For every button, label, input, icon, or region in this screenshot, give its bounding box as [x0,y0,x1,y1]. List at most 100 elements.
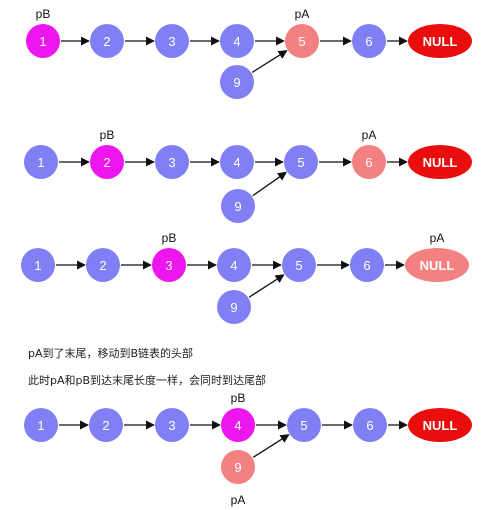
node-label: 1 [39,34,46,49]
note-line-2: 此时pA和pB到达末尾长度一样，会同时到达尾部 [28,373,266,387]
branch-arrow [252,171,287,197]
node-circle [220,24,254,58]
node-label: 4 [233,155,240,170]
node-circle [24,408,58,442]
node-label: 2 [99,258,106,273]
list-node: 6 [353,408,387,442]
null-ellipse [405,248,469,282]
null-node: NULL [408,408,472,442]
node-label: 9 [234,460,241,475]
node-circle [220,65,254,99]
branch-node: 9 [221,189,255,223]
branch-node: 9 [220,65,254,99]
node-label: 6 [365,155,372,170]
list-node: 2 [89,408,123,442]
node-circle [287,408,321,442]
list-node: 3 [155,145,189,179]
node-label: 5 [298,34,305,49]
node-label: 2 [102,418,109,433]
node-label: 4 [230,258,237,273]
node-circle [352,145,386,179]
pointer-label-pa: pA [430,231,445,245]
list-node: 6 [352,24,386,58]
node-label: 3 [168,34,175,49]
pointer-label-pb: pB [100,128,115,142]
pointer-label-pb: pB [231,391,246,405]
list-node: 1 [24,408,58,442]
node-label: 9 [230,300,237,315]
node-label: 5 [297,155,304,170]
node-circle [284,145,318,179]
node-circle [217,290,251,324]
list-node: 5 [287,408,321,442]
node-label: 3 [165,258,172,273]
node-label: NULL [423,418,458,433]
list-node: 5 [282,248,316,282]
node-circle [89,408,123,442]
null-node: NULL [408,145,472,179]
node-circle [26,24,60,58]
branch-arrow [252,434,290,458]
node-label: 2 [103,155,110,170]
node-circle [282,248,316,282]
pointer-label-pb: pB [162,231,177,245]
list-node: 3 [155,408,189,442]
branch-node: 9 [221,450,255,484]
pointer-label-pa: pA [295,7,310,21]
node-label: NULL [420,258,455,273]
node-circle [21,248,55,282]
list-node: 3 [155,24,189,58]
node-circle [155,145,189,179]
node-circle [90,145,124,179]
node-circle [217,248,251,282]
node-circle [221,450,255,484]
list-node: 1 [26,24,60,58]
node-label: 6 [363,258,370,273]
node-circle [155,408,189,442]
node-label: 6 [365,34,372,49]
list-node: 4 [221,408,255,442]
node-circle [24,145,58,179]
node-label: 5 [300,418,307,433]
node-circle [352,24,386,58]
list-node: 2 [90,24,124,58]
node-label: 1 [37,155,44,170]
node-circle [90,24,124,58]
node-label: 2 [103,34,110,49]
node-label: 4 [234,418,241,433]
list-node: 2 [90,145,124,179]
null-node: NULL [408,24,472,58]
list-node: 5 [285,24,319,58]
node-label: 9 [233,75,240,90]
node-label: 1 [34,258,41,273]
null-node: NULL [405,248,469,282]
pointer-label-pa: pA [362,128,377,142]
node-label: 4 [233,34,240,49]
node-label: NULL [423,155,458,170]
node-circle [152,248,186,282]
list-node: 6 [352,145,386,179]
null-ellipse [408,408,472,442]
node-circle [353,408,387,442]
list-node: 1 [24,145,58,179]
branch-arrow [248,274,285,298]
node-label: 1 [37,418,44,433]
node-circle [220,145,254,179]
node-label: 6 [366,418,373,433]
node-circle [221,189,255,223]
branch-node: 9 [217,290,251,324]
list-node: 4 [217,248,251,282]
list-node: 3 [152,248,186,282]
node-circle [350,248,384,282]
list-node: 5 [284,145,318,179]
node-circle [221,408,255,442]
pointer-label-pa: pA [231,493,246,507]
pointer-label-pb: pB [36,7,51,21]
list-node: 2 [86,248,120,282]
list-node: 4 [220,145,254,179]
node-label: 3 [168,155,175,170]
node-label: 3 [168,418,175,433]
node-label: 5 [295,258,302,273]
list-node: 6 [350,248,384,282]
